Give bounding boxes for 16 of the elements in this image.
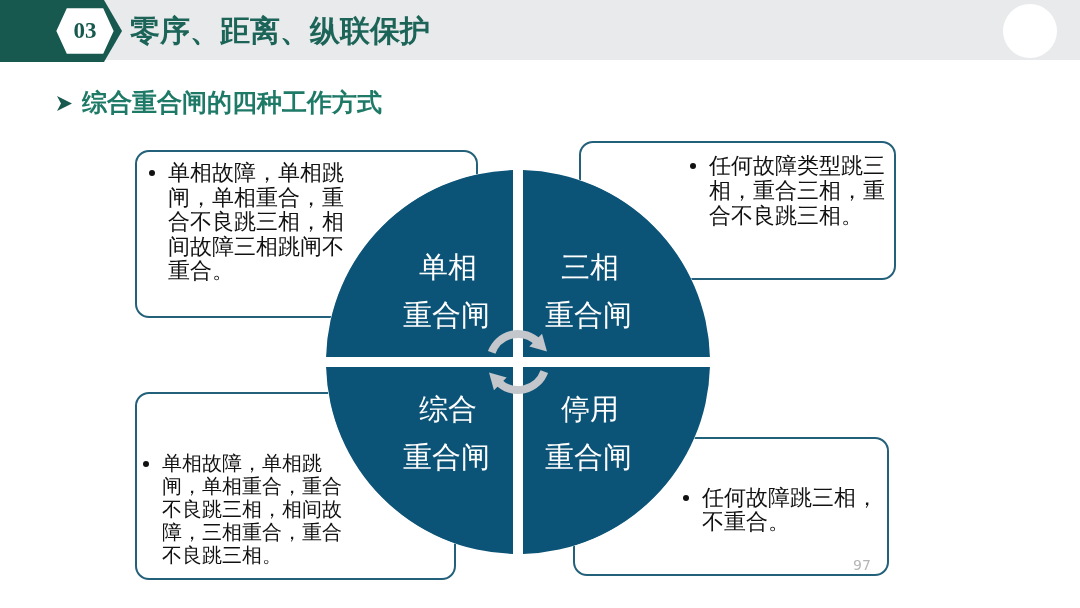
curved-arrow	[488, 330, 548, 354]
hexagon-badge	[54, 6, 116, 56]
bullet-text: 任何故障跳三相，不重合。	[702, 486, 879, 534]
bullet-text: 单相故障，单相跳闸，单相重合，重合不良跳三相，相间故障，三相重合，重合不良跳三相。	[162, 452, 343, 567]
quadrant-label: 综合重合闸	[402, 391, 492, 476]
section-number: 03	[72, 19, 98, 43]
quadrant-label: 停用重合闸	[544, 391, 634, 476]
bullet-text: 任何故障类型跳三相，重合三相，重合不良跳三相。	[709, 153, 886, 228]
circle-quadrant	[523, 170, 710, 357]
page-number: 97	[853, 557, 871, 573]
section-heading: 综合重合闸的四种工作方式	[82, 88, 382, 118]
slide-title: 零序、距离、纵联保护	[130, 12, 430, 50]
curved-arrow	[488, 370, 548, 394]
quadrant-label: 单相重合闸	[402, 249, 492, 334]
quadrant-label: 三相重合闸	[544, 249, 634, 334]
bullet-text: 单相故障，单相跳闸，单相重合，重合不良跳三相，相间故障三相跳闸不重合。	[168, 161, 345, 284]
